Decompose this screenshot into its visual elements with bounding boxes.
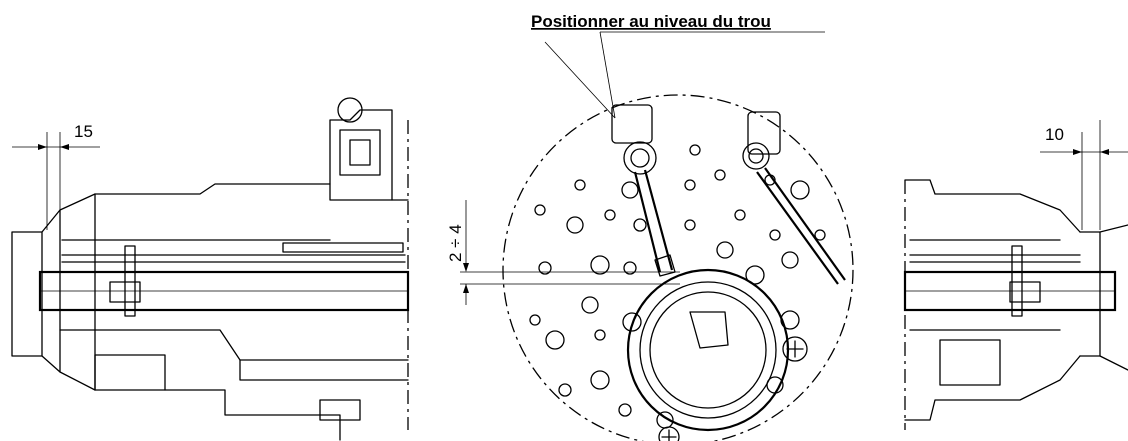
right-assembly-view: 10 bbox=[903, 120, 1128, 430]
callout-title: Positionner au niveau du trou bbox=[531, 12, 771, 31]
bolt-left bbox=[611, 104, 676, 277]
dimension-right-label: 10 bbox=[1045, 125, 1064, 144]
dimension-middle: 2 ÷ 4 bbox=[446, 200, 680, 305]
dimension-right: 10 bbox=[1040, 120, 1128, 230]
dimension-left-label: 15 bbox=[74, 122, 93, 141]
left-assembly-view: 15 bbox=[11, 97, 410, 441]
bolt-right bbox=[742, 111, 846, 285]
middle-detail-view: Positionner au niveau du trou 2 ÷ 4 bbox=[446, 12, 854, 441]
dimension-left: 15 bbox=[12, 122, 100, 230]
dimension-middle-label: 2 ÷ 4 bbox=[446, 224, 465, 262]
plus-screw-icons bbox=[658, 336, 808, 441]
